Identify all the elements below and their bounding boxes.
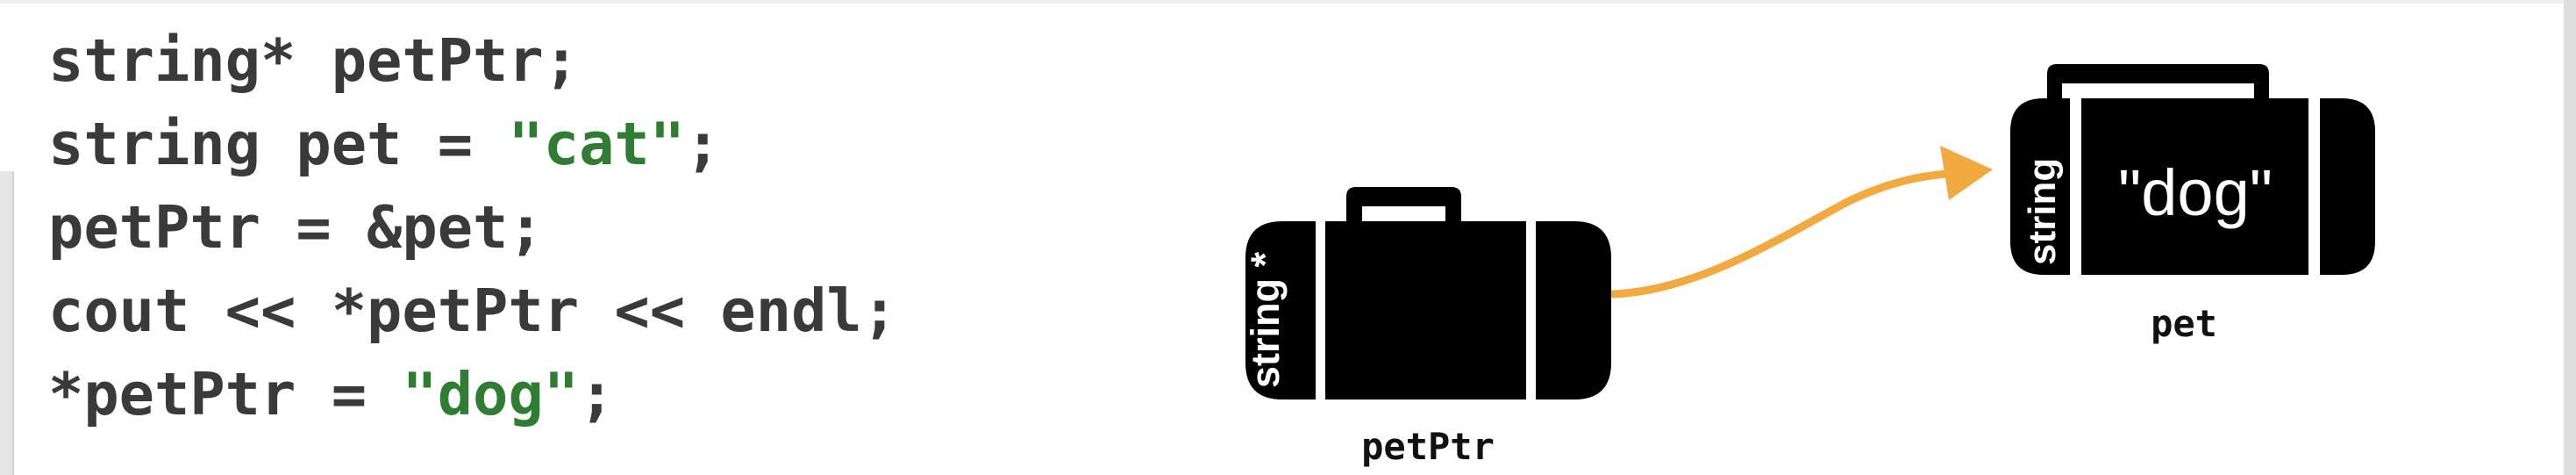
top-border [0,0,2576,4]
code-line-5: *petPtr = "dog"; [48,353,897,436]
string-literal: "cat" [508,110,686,178]
code-line-1: string* petPtr; [48,19,897,103]
suitcase-body [1325,221,1526,399]
code-token: ; [685,110,721,178]
code-line-2: string pet = "cat"; [48,103,897,186]
suitcase-handle [2047,64,2269,98]
suitcase-right-pocket [1536,221,1611,399]
code-token: petPtr = &pet; [48,193,544,262]
pointer-name-label: petPtr [1361,425,1495,468]
code-token: *petPtr = [48,360,403,428]
value-suitcase: string "dog" [2010,64,2375,275]
suitcase-right-pocket [2320,98,2375,275]
left-window-edge [0,171,14,475]
code-token: ; [579,360,615,428]
suitcase-handle [1346,187,1461,221]
string-literal: "dog" [402,360,580,428]
suitcase-body [2081,98,2308,275]
code-line-3: petPtr = &pet; [48,186,897,270]
pointer-arrow [1609,169,1952,299]
code-token: string* petPtr; [48,26,580,95]
value-type-label: string [2021,158,2064,265]
value-name-label: pet [2151,302,2217,345]
suitcase-left-pocket [2010,98,2070,275]
pointer-suitcase: string * [1243,187,1611,399]
code-line-4: cout << *petPtr << endl; [48,270,897,353]
code-block: string* petPtr; string pet = "cat"; petP… [48,19,897,436]
code-token: string pet = [48,110,509,178]
code-token: cout << *petPtr << endl; [48,277,898,345]
pointer-arrowhead [1940,146,1993,200]
pointer-type-label: string * [1243,251,1288,388]
suitcase-left-pocket [1245,221,1316,399]
value-contents: "dog" [2118,156,2273,229]
right-window-edge [2564,0,2576,475]
